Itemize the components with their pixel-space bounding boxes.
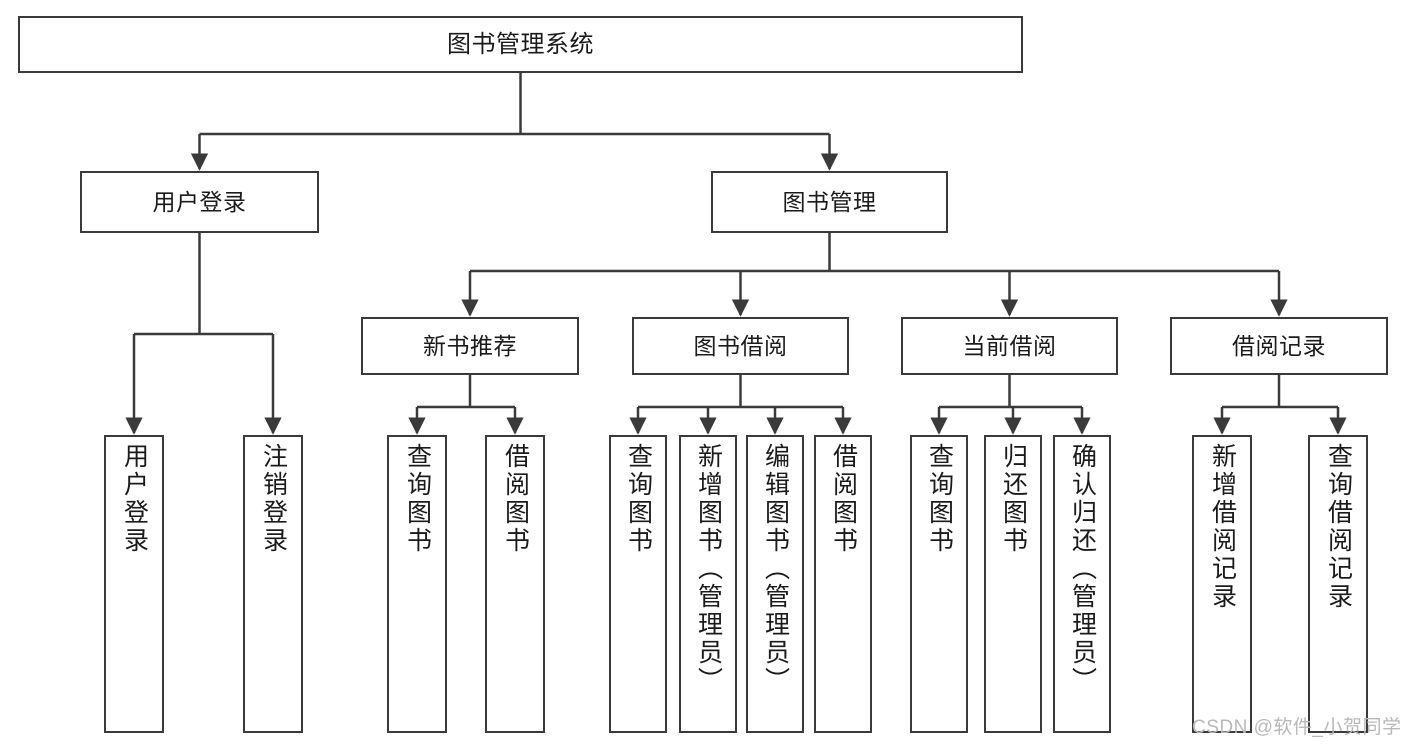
node-label: 查询图书 bbox=[925, 443, 954, 555]
node-l5: 查询图书 bbox=[609, 435, 667, 733]
node-newbooks: 新书推荐 bbox=[361, 317, 579, 375]
node-l13: 查询借阅记录 bbox=[1308, 435, 1368, 733]
node-l2: 注销登录 bbox=[243, 435, 303, 733]
node-l4: 借阅图书 bbox=[485, 435, 545, 733]
node-l3: 查询图书 bbox=[387, 435, 447, 733]
node-label: 注销登录 bbox=[259, 443, 288, 555]
node-label: 借阅图书 bbox=[829, 443, 858, 555]
node-label: 图书管理系统 bbox=[447, 30, 594, 58]
node-bookmgmt: 图书管理 bbox=[711, 171, 948, 233]
node-label: 用户登录 bbox=[120, 443, 149, 555]
node-l6: 新增图书（管理员） bbox=[679, 435, 737, 733]
node-label: 查询借阅记录 bbox=[1324, 443, 1353, 611]
node-label: 查询图书 bbox=[403, 443, 432, 555]
node-label: 归还图书 bbox=[999, 443, 1028, 555]
node-label: 借阅记录 bbox=[1232, 332, 1326, 359]
node-l10: 归还图书 bbox=[984, 435, 1042, 733]
node-root: 图书管理系统 bbox=[18, 16, 1023, 73]
node-borrowbook: 图书借阅 bbox=[632, 317, 849, 375]
node-label: 新增借阅记录 bbox=[1208, 443, 1237, 611]
node-currentborrow: 当前借阅 bbox=[901, 317, 1118, 375]
node-l7: 编辑图书（管理员） bbox=[746, 435, 804, 733]
node-l12: 新增借阅记录 bbox=[1192, 435, 1252, 733]
node-login: 用户登录 bbox=[80, 171, 319, 233]
node-label: 借阅图书 bbox=[501, 443, 530, 555]
node-label: 当前借阅 bbox=[962, 332, 1057, 359]
node-borrowlog: 借阅记录 bbox=[1170, 317, 1388, 375]
node-label: 新增图书（管理员） bbox=[694, 443, 723, 695]
node-label: 新书推荐 bbox=[423, 332, 517, 359]
node-label: 图书借阅 bbox=[693, 332, 788, 359]
node-l9: 查询图书 bbox=[910, 435, 968, 733]
node-l11: 确认归还（管理员） bbox=[1053, 435, 1111, 733]
node-label: 查询图书 bbox=[624, 443, 653, 555]
node-label: 确认归还（管理员） bbox=[1068, 443, 1097, 695]
node-l8: 借阅图书 bbox=[814, 435, 872, 733]
node-label: 编辑图书（管理员） bbox=[761, 443, 790, 695]
node-label: 图书管理 bbox=[782, 188, 877, 215]
node-label: 用户登录 bbox=[152, 188, 247, 215]
node-l1: 用户登录 bbox=[104, 435, 164, 733]
